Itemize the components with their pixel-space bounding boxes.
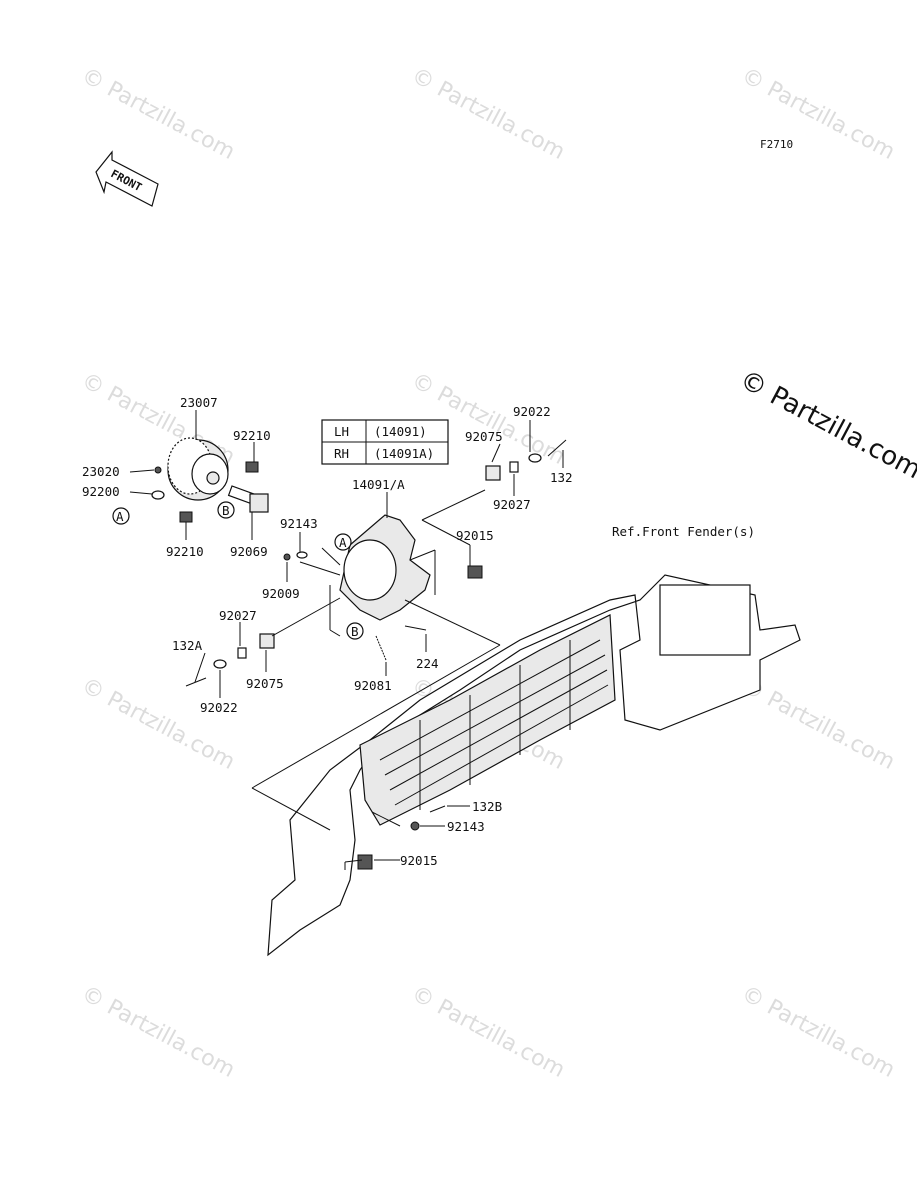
- watermark: © Partzilla.com: [407, 981, 569, 1083]
- diagram-code: F2710: [760, 138, 793, 151]
- part-label-92081: 92081: [354, 678, 392, 693]
- part-label-92009: 92009: [262, 586, 300, 601]
- callout-letter: A: [339, 535, 347, 550]
- table-rh-side: RH: [334, 446, 349, 461]
- part-label-132B: 132B: [472, 799, 502, 814]
- part-label-92143: 92143: [280, 516, 318, 531]
- part-label-23020: 23020: [82, 464, 120, 479]
- front-arrow-icon: FRONT: [95, 150, 159, 207]
- copyright-text: © Partzilla.com: [735, 365, 917, 486]
- callout-a-left: A: [112, 507, 130, 525]
- part-label-23007: 23007: [180, 395, 218, 410]
- variant-table: LH (14091) RH (14091A): [321, 419, 449, 465]
- callout-letter: B: [351, 624, 359, 639]
- part-label-92022: 92022: [513, 404, 551, 419]
- part-label-92075: 92075: [465, 429, 503, 444]
- mount-hardware-left: [185, 633, 275, 687]
- table-lh-side: LH: [334, 424, 349, 439]
- callout-a-right: A: [334, 533, 352, 551]
- watermarks: © Partzilla.com © Partzilla.com © Partzi…: [77, 63, 899, 1083]
- table-lh-part: (14091): [374, 424, 427, 439]
- part-labels: 23007 92210 23020 92200 92210 92069 1409…: [82, 395, 573, 868]
- watermark: © Partzilla.com: [77, 981, 239, 1083]
- part-label-132A: 132A: [172, 638, 203, 653]
- table-rh-part: (14091A): [374, 446, 434, 461]
- headlight-bracket: [283, 514, 483, 661]
- part-label-92210: 92210: [233, 428, 271, 443]
- part-label-92143: 92143: [447, 819, 485, 834]
- front-fender: [267, 574, 801, 957]
- part-label-92027: 92027: [493, 497, 531, 512]
- part-label-132: 132: [550, 470, 573, 485]
- part-label-92022: 92022: [200, 700, 238, 715]
- part-label-92015: 92015: [456, 528, 494, 543]
- watermark: © Partzilla.com: [737, 673, 899, 775]
- callout-b-left: B: [217, 501, 235, 519]
- part-label-14091: 14091/A: [352, 477, 405, 492]
- grille-slots: [379, 639, 609, 810]
- part-label-92075: 92075: [246, 676, 284, 691]
- watermark: © Partzilla.com: [77, 673, 239, 775]
- watermark: © Partzilla.com: [407, 63, 569, 165]
- watermark: © Partzilla.com: [737, 981, 899, 1083]
- callout-b-right: B: [346, 622, 364, 640]
- leader-lines: [129, 410, 564, 870]
- part-label-92210: 92210: [166, 544, 204, 559]
- reference-label: Ref.Front Fender(s): [612, 524, 755, 539]
- part-label-92015: 92015: [400, 853, 438, 868]
- watermark: © Partzilla.com: [77, 63, 239, 165]
- headlight-assembly: [151, 437, 269, 523]
- part-label-224: 224: [416, 656, 439, 671]
- callout-letter: B: [222, 503, 230, 518]
- callout-letter: A: [116, 509, 124, 524]
- part-label-92027: 92027: [219, 608, 257, 623]
- part-label-92200: 92200: [82, 484, 120, 499]
- part-label-92069: 92069: [230, 544, 268, 559]
- mount-hardware-right: [485, 439, 567, 481]
